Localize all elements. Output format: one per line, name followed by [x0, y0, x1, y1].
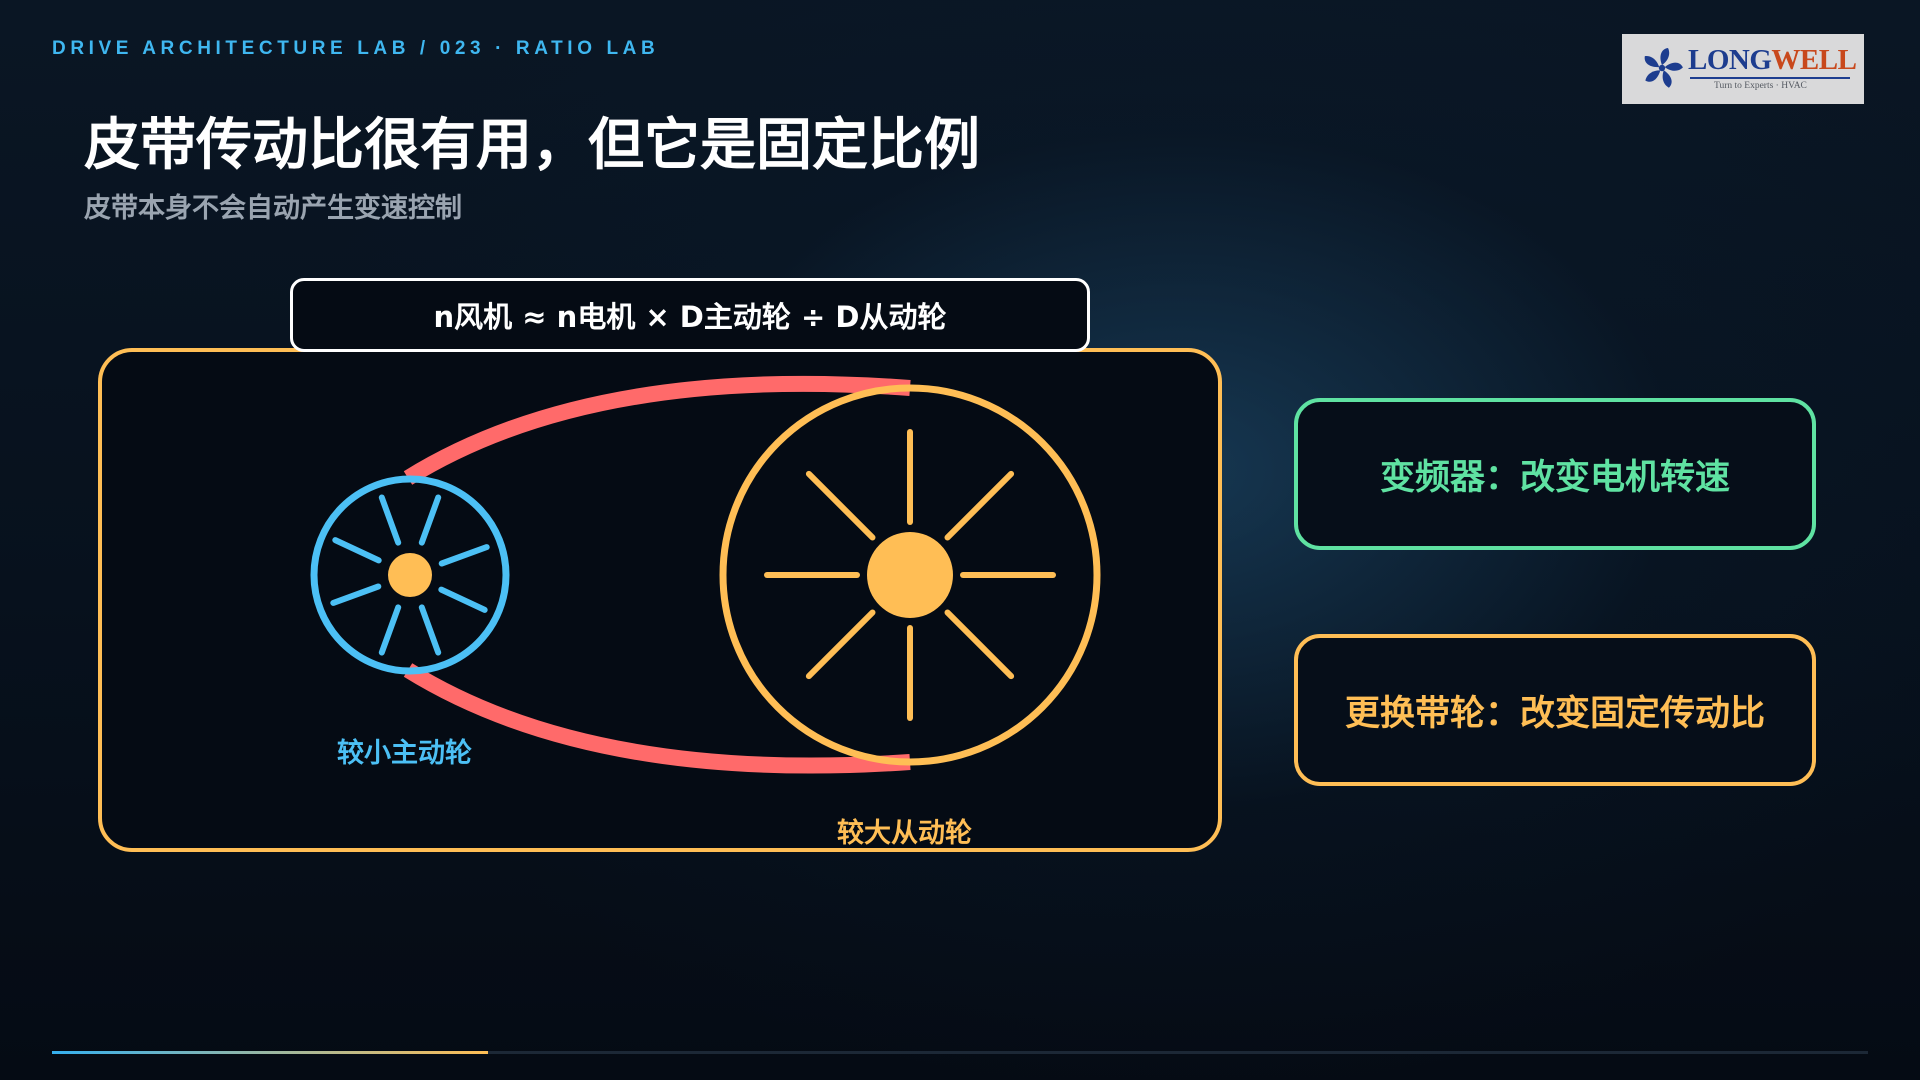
large-pulley: [719, 384, 1101, 766]
eyebrow-label: DRIVE ARCHITECTURE LAB / 023 · RATIO LAB: [52, 38, 660, 59]
logo-wordmark-part1: LONG: [1688, 44, 1772, 76]
change-pulley-card: 更换带轮：改变固定传动比: [1294, 634, 1816, 786]
ratio-formula: n风机 ≈ n电机 × D主动轮 ÷ D从动轮: [433, 300, 947, 334]
slide-progress-bar: [52, 1051, 1868, 1054]
page-subtitle: 皮带本身不会自动产生变速控制: [84, 193, 462, 224]
belt-lower-span: [403, 663, 911, 774]
logo-tagline: Turn to Experts · HVAC: [1714, 81, 1807, 91]
belt-upper-span: [403, 375, 911, 485]
change-pulley-card-text: 更换带轮：改变固定传动比: [1344, 693, 1765, 734]
logo-underline: [1690, 77, 1850, 79]
logo-wordmark: LONGWELL: [1688, 44, 1857, 77]
small-pulley-label: 较小主动轮: [337, 738, 472, 769]
logo-wordmark-part2: WELL: [1771, 44, 1857, 76]
fan-logo-icon: [1644, 48, 1683, 88]
vfd-speed-card: 变频器：改变电机转速: [1294, 398, 1816, 550]
page-title: 皮带传动比很有用，但它是固定比例: [84, 113, 980, 178]
vfd-speed-card-text: 变频器：改变电机转速: [1379, 457, 1730, 498]
large-pulley-label: 较大从动轮: [837, 818, 972, 849]
company-logo: LONGWELL Turn to Experts · HVAC: [1622, 34, 1864, 104]
small-pulley: [310, 475, 510, 675]
ratio-formula-box: n风机 ≈ n电机 × D主动轮 ÷ D从动轮: [290, 278, 1090, 352]
slide-progress-fill: [52, 1051, 488, 1054]
